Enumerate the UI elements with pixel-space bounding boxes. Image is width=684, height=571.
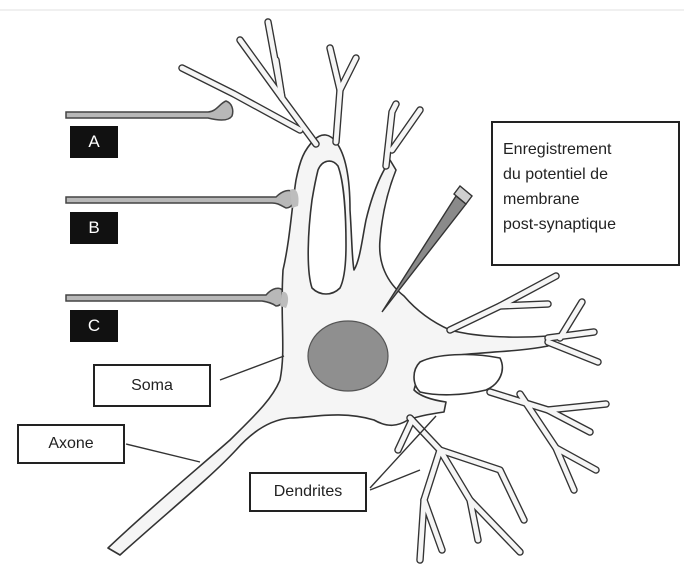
recording-line-4: post-synaptique (503, 212, 678, 237)
axone-label: Axone (17, 424, 125, 464)
soma-pointer (220, 356, 284, 380)
recording-label: Enregistrement du potentiel de membrane … (491, 121, 680, 266)
dendrites-label: Dendrites (249, 472, 367, 512)
input-label-b: B (70, 212, 118, 244)
axon-terminal-c (66, 288, 284, 306)
axone-pointer (126, 444, 200, 462)
recording-line-1: Enregistrement (503, 137, 678, 162)
axon-terminal-b (66, 190, 295, 208)
recording-electrode (382, 186, 472, 312)
input-label-c: C (70, 310, 118, 342)
soma-label: Soma (93, 364, 211, 407)
nucleus (308, 321, 388, 391)
recording-line-3: membrane (503, 187, 678, 212)
axon-terminal-a (66, 101, 233, 120)
input-label-a: A (70, 126, 118, 158)
recording-line-2: du potentiel de (503, 162, 678, 187)
